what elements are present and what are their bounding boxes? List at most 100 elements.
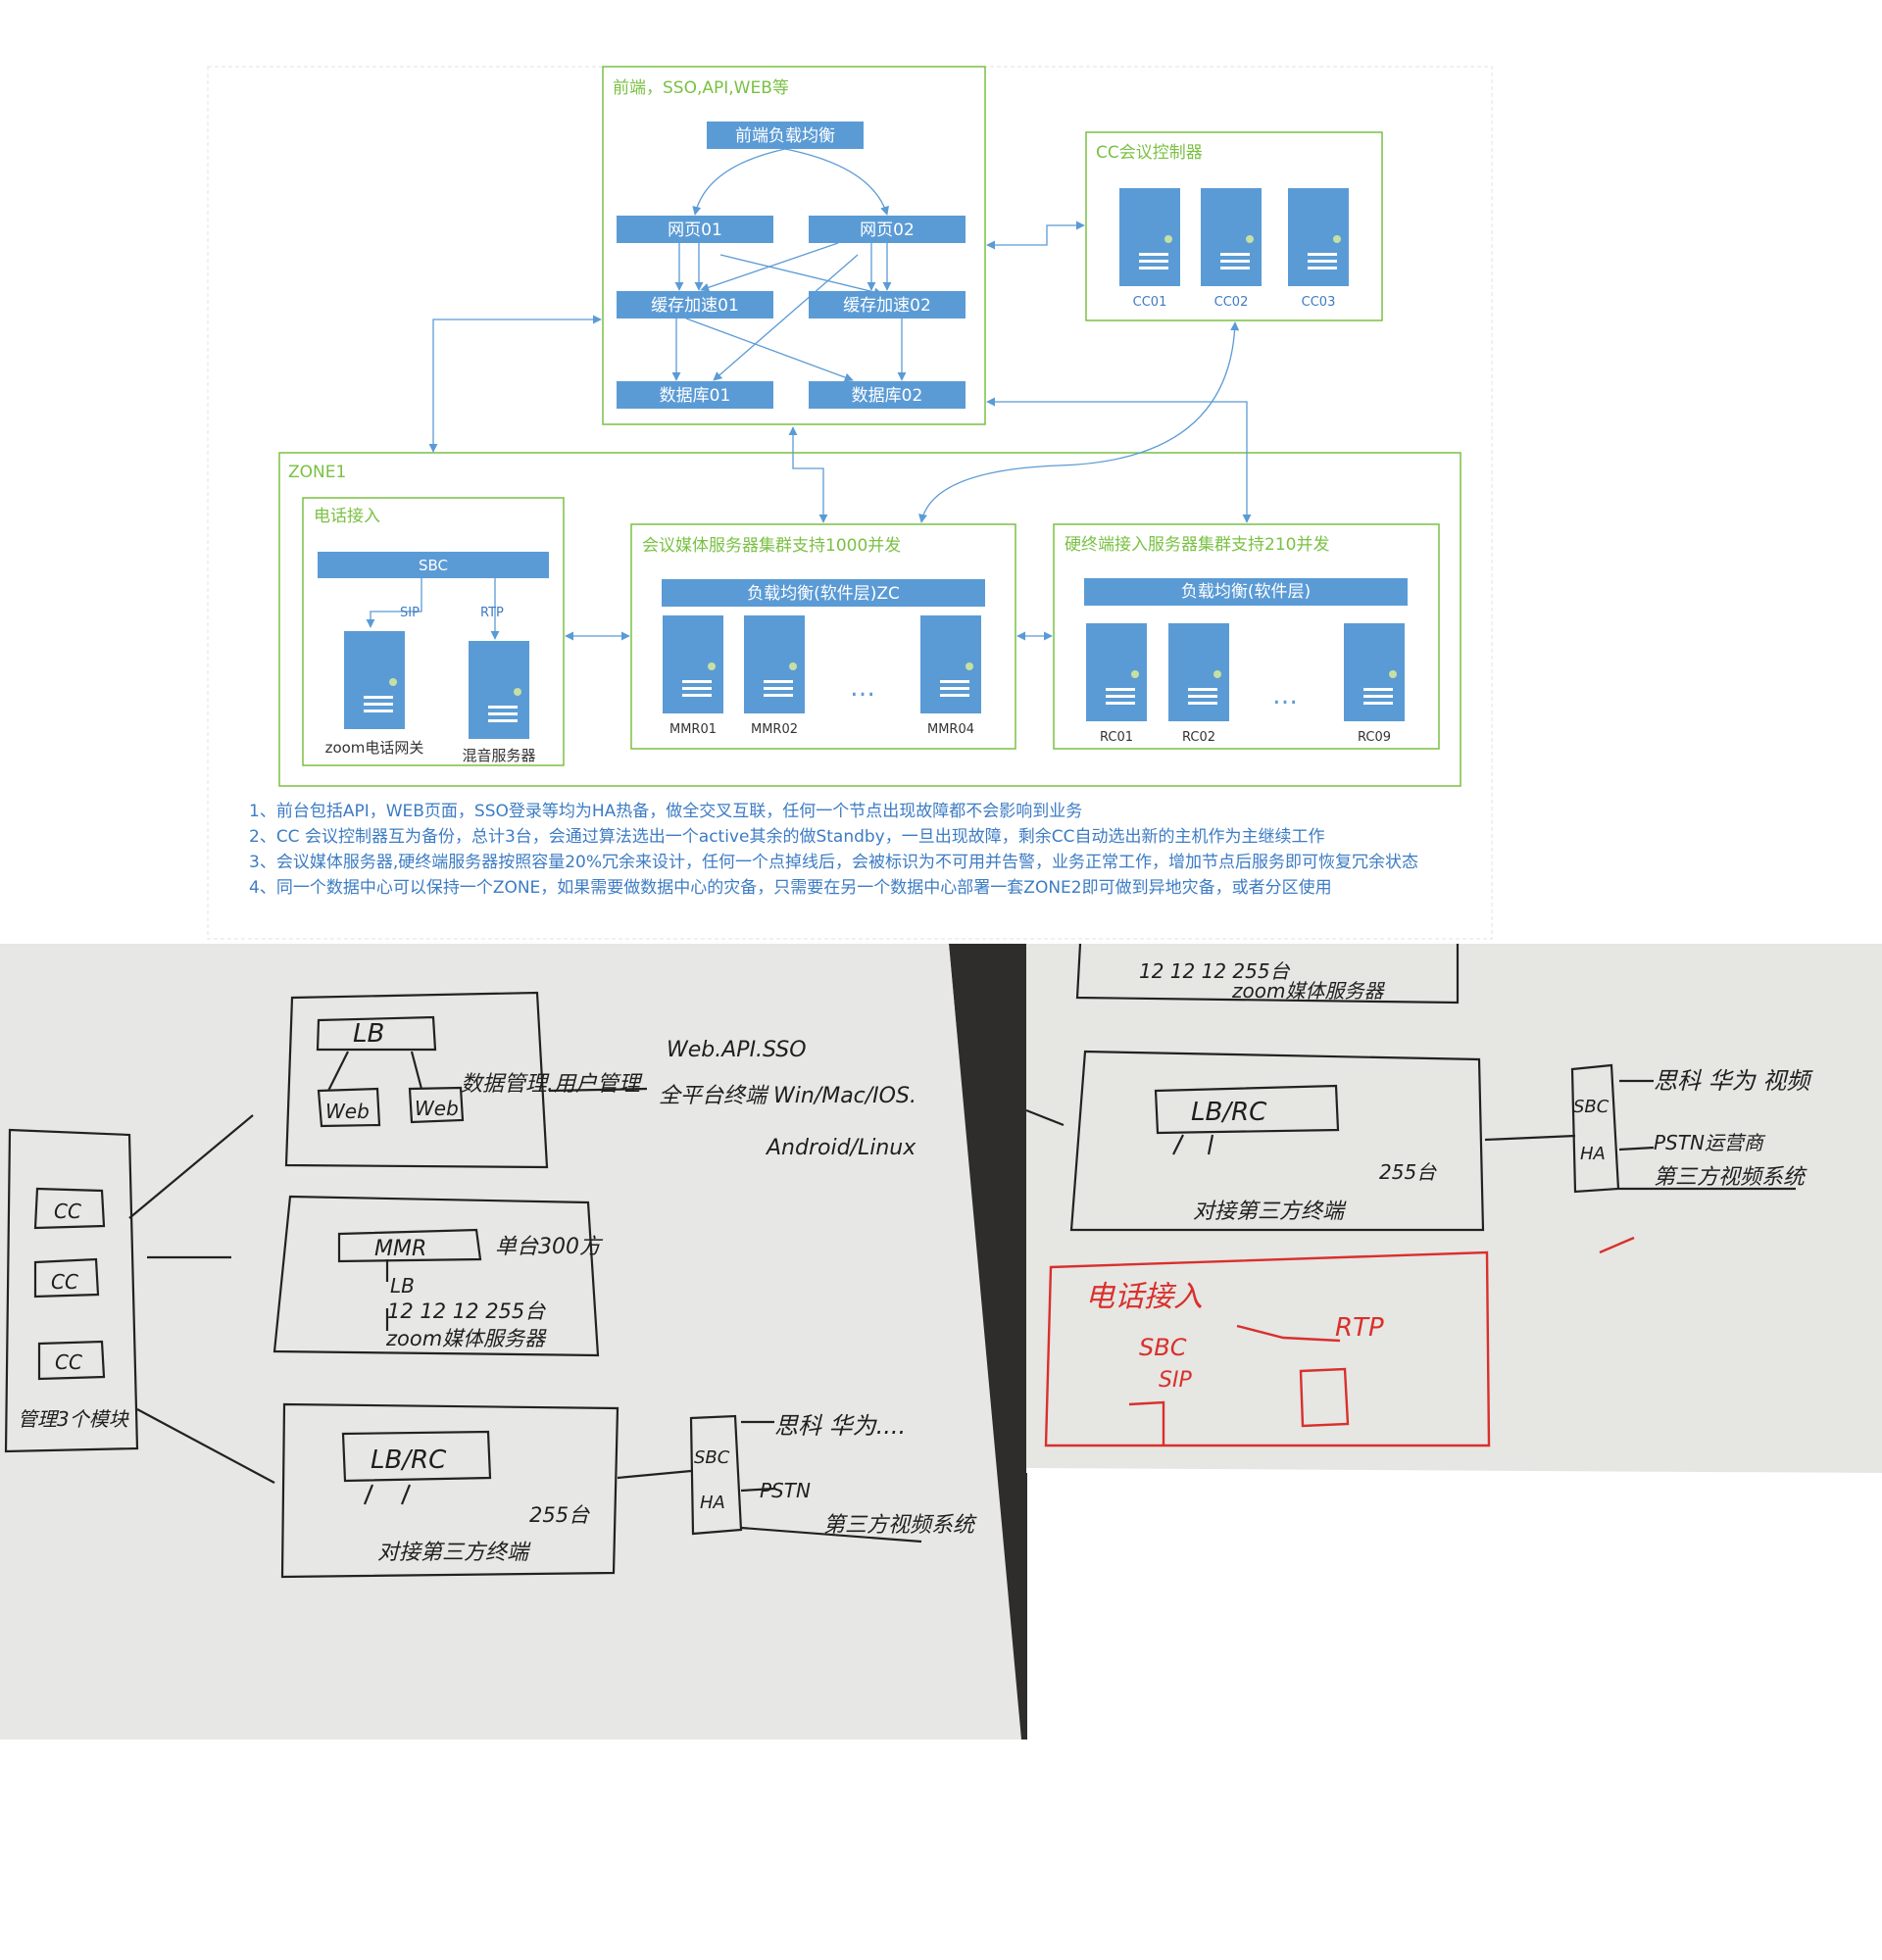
red-sbc: SBC: [1139, 1334, 1187, 1361]
frontend-lb: [707, 122, 864, 149]
db1-label: 数据库01: [660, 386, 731, 406]
frontend-arrows: [671, 148, 907, 382]
media-ellipsis: …: [850, 673, 875, 703]
note-2: 2、CC 会议控制器互为备份，总计3台，会通过算法选出一个active其余的做S…: [249, 827, 1325, 847]
mmr01-server: [663, 615, 723, 713]
sketch-mmr: MMR: [374, 1237, 426, 1261]
rtp-label: RTP: [480, 606, 504, 620]
frontend-lb-label: 前端负载均衡: [735, 126, 835, 146]
zone1-title: ZONE1: [288, 463, 346, 482]
r-sketch-video: 第三方视频系统: [1654, 1165, 1808, 1190]
web1-box: [617, 216, 773, 243]
sbc-label: SBC: [419, 557, 448, 574]
sketch-rc-caption: 对接第三方终端: [377, 1541, 531, 1565]
r-sketch-lbrc: LB/RC: [1191, 1098, 1267, 1127]
media-lb: [662, 579, 985, 607]
red-sip: SIP: [1159, 1368, 1192, 1393]
mmr02-server: [744, 615, 805, 713]
cache2-label: 缓存加速02: [843, 296, 931, 316]
cache1-box: [617, 291, 773, 318]
rc09-label: RC09: [1358, 730, 1391, 745]
sketch-video: 第三方视频系统: [823, 1513, 977, 1538]
web1-label: 网页01: [668, 220, 722, 240]
red-phone-box: [1044, 1236, 1635, 1447]
media-lb-label: 负载均衡(软件层)ZC: [747, 584, 900, 604]
cache2-box: [809, 291, 966, 318]
r-sketch-pstn: PSTN运营商: [1654, 1131, 1766, 1154]
sketch-web-api: Web.API.SSO: [667, 1038, 807, 1062]
frontend-title: 前端，SSO,API,WEB等: [613, 78, 789, 98]
r-sketch-ha: HA: [1580, 1144, 1606, 1164]
sketch-platforms: 全平台终端 Win/Mac/IOS.: [659, 1084, 916, 1108]
cc-title: CC会议控制器: [1096, 143, 1203, 163]
web2-label: 网页02: [860, 220, 915, 240]
cc-server-1: [1119, 188, 1180, 286]
notes-list: 1、前台包括API，WEB页面，SSO登录等均为HA热备，做全交叉互联，任何一个…: [249, 799, 1490, 901]
mixer-label: 混音服务器: [462, 747, 535, 764]
rc02-server: [1168, 623, 1229, 721]
r-sketch-rc-caption: 对接第三方终端: [1193, 1200, 1347, 1224]
cc-server-3: [1288, 188, 1349, 286]
sketch-lbrc: LB/RC: [371, 1446, 447, 1475]
sketch-lb: LB: [353, 1019, 384, 1049]
sbc-box: [318, 552, 549, 578]
sketch-cc-2: CC: [51, 1270, 78, 1294]
mixer-server: [469, 641, 529, 739]
hw-title: 硬终端接入服务器集群支持210并发: [1065, 535, 1329, 555]
r-sketch-vendors: 思科 华为 视频: [1654, 1067, 1813, 1095]
architecture-diagram: 前端，SSO,API,WEB等 前端负载均衡 网页01 网页02 缓存加速01 …: [207, 66, 1493, 940]
sketch-photo-right: 12 12 12 255台 zoom媒体服务器 LB/RC 255台 对接第三方…: [1026, 944, 1882, 1473]
cc-server-3-label: CC03: [1302, 295, 1336, 310]
phone-title: 电话接入: [314, 507, 380, 526]
rc02-label: RC02: [1182, 730, 1215, 745]
gateway-label: zoom电话网关: [325, 739, 424, 757]
hw-group: [1053, 523, 1440, 750]
sketch-mmr-lb: LB: [390, 1274, 415, 1298]
sketch-mgmt: 管理3个模块: [18, 1407, 129, 1431]
sketch-web2: Web: [415, 1097, 459, 1120]
gateway-server: [344, 631, 405, 729]
sketch-cc-1: CC: [54, 1200, 81, 1223]
sketch-photo-left: LB Web Web 数据管理.用户管理 Web.API.SSO 全平台终端 W…: [0, 944, 1027, 1740]
sip-arrow: [366, 578, 422, 628]
sketch-pstn: PSTN: [760, 1479, 811, 1502]
sketch-mmr-caption: zoom媒体服务器: [385, 1327, 547, 1350]
red-title: 电话接入: [1085, 1280, 1203, 1314]
media-title: 会议媒体服务器集群支持1000并发: [642, 536, 901, 556]
r-sketch-sbc: SBC: [1573, 1097, 1610, 1117]
sketch-rc-ports: 255台: [529, 1503, 590, 1527]
cc-server-1-label: CC01: [1133, 295, 1167, 310]
r-sketch-rc-ports: 255台: [1379, 1160, 1437, 1184]
note-1: 1、前台包括API，WEB页面，SSO登录等均为HA热备，做全交叉互联，任何一个…: [249, 802, 1083, 821]
r-sketch-mmr-ports: 12 12 12 255台: [1139, 959, 1291, 983]
rc09-server: [1344, 623, 1405, 721]
sip-label: SIP: [400, 606, 420, 620]
hw-ellipsis: …: [1272, 681, 1298, 710]
phone-group: [302, 497, 565, 766]
db1-box: [617, 381, 773, 409]
rc01-label: RC01: [1100, 730, 1133, 745]
hw-lb-label: 负载均衡(软件层): [1181, 582, 1311, 602]
frontend-group: [602, 66, 986, 425]
note-3: 3、会议媒体服务器,硬终端服务器按照容量20%冗余来设计，任何一个点掉线后，会被…: [249, 853, 1419, 872]
zone1-group: [278, 452, 1461, 787]
sketch-mmr-ports: 12 12 12 255台: [387, 1299, 546, 1323]
sketch-web1: Web: [325, 1100, 370, 1123]
cache1-label: 缓存加速01: [651, 296, 739, 316]
media-group: [630, 523, 1016, 750]
web2-box: [809, 216, 966, 243]
sketch-mmr-note: 单台300方: [495, 1235, 604, 1259]
red-rtp: RTP: [1335, 1313, 1384, 1343]
sketch-sbc: SBC: [694, 1447, 730, 1468]
mmr04-label: MMR04: [927, 722, 974, 737]
hw-lb: [1084, 578, 1408, 606]
sketch-platforms2: Android/Linux: [765, 1136, 916, 1160]
r-sketch-mmr-caption: zoom媒体服务器: [1231, 979, 1385, 1003]
sketch-vendors: 思科 华为....: [774, 1412, 906, 1440]
cc-server-2: [1201, 188, 1262, 286]
mmr04-server: [920, 615, 981, 713]
sketch-db-note: 数据管理.用户管理: [461, 1072, 643, 1097]
mmr01-label: MMR01: [669, 722, 717, 737]
sketch-cc-3: CC: [55, 1350, 82, 1374]
group-connectors: [428, 220, 1252, 641]
